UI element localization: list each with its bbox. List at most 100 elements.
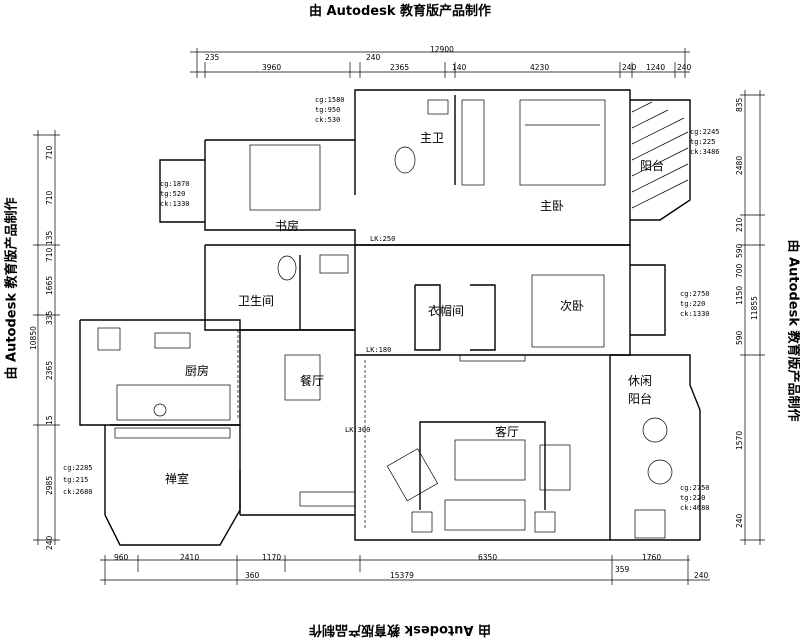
side-table-right-icon bbox=[535, 512, 555, 532]
dim-right-0: 835 bbox=[735, 97, 744, 112]
lounge-chair-1-icon bbox=[643, 418, 667, 442]
dim-left-6: 2365 bbox=[45, 361, 54, 380]
ceiling-notes: cg:1580 tg:950 ck:530 cg:1870 tg:520 ck:… bbox=[63, 96, 720, 512]
dim-right-7: 1570 bbox=[735, 431, 744, 450]
dim-top-6: 240 bbox=[622, 63, 637, 72]
dim-left-7: 15 bbox=[45, 415, 54, 425]
kitchen-counter bbox=[117, 385, 230, 420]
dim-bottom-1: 2410 bbox=[180, 553, 199, 562]
dashed-lines bbox=[238, 330, 610, 540]
sink-icon bbox=[428, 100, 448, 114]
dim-right-group: 835 2480 210 590 700 1150 590 1570 240 1… bbox=[735, 97, 759, 528]
dim-top-7: 1240 bbox=[646, 63, 665, 72]
leisure-cabinet-icon bbox=[635, 510, 665, 538]
tv-cabinet-icon bbox=[460, 355, 525, 361]
dim-top-3: 2365 bbox=[390, 63, 409, 72]
note-leisure-2: ck:4680 bbox=[680, 504, 710, 512]
dim-top-0: 235 bbox=[205, 53, 220, 62]
lk-label-3: LK:300 bbox=[345, 426, 370, 434]
dim-bottom-2: 1170 bbox=[262, 553, 281, 562]
dim-bottom-0: 960 bbox=[114, 553, 129, 562]
note-balcony-0: cg:2245 bbox=[690, 128, 720, 136]
living-cabinet-icon bbox=[300, 492, 355, 506]
lounge-chair-2-icon bbox=[648, 460, 672, 484]
dim-bottom-total: 15379 bbox=[390, 571, 414, 580]
note-second-bedroom-0: cg:2750 bbox=[680, 290, 710, 298]
room-label-leisure-1: 休闲 bbox=[628, 374, 652, 388]
dim-right-4: 700 bbox=[735, 263, 744, 278]
room-label-living: 客厅 bbox=[495, 424, 519, 439]
note-leisure-0: cg:2750 bbox=[680, 484, 710, 492]
fridge-icon bbox=[98, 328, 120, 350]
dim-left-8: 2985 bbox=[45, 476, 54, 495]
dim-left-5: 335 bbox=[45, 310, 54, 325]
dim-top-4: 140 bbox=[452, 63, 467, 72]
side-table-left-icon bbox=[412, 512, 432, 532]
room-label-zen: 禅室 bbox=[165, 471, 189, 486]
dim-bottom-sub-1: 359 bbox=[615, 565, 630, 574]
stove-icon bbox=[155, 333, 190, 348]
dim-left-1: 710 bbox=[45, 190, 54, 205]
dimension-lines bbox=[33, 48, 765, 585]
note-leisure-1: tg:220 bbox=[680, 494, 705, 502]
dim-left-2: 135 bbox=[45, 230, 54, 245]
dim-left-total: 10850 bbox=[29, 326, 38, 350]
dim-right-3: 590 bbox=[735, 243, 744, 258]
toilet-2-icon bbox=[278, 256, 296, 280]
armchair-left-icon bbox=[387, 449, 437, 501]
room-label-bathroom: 卫生间 bbox=[238, 294, 274, 308]
dim-right-2: 210 bbox=[735, 217, 744, 232]
dim-top-total: 12900 bbox=[430, 45, 454, 54]
master-bed-icon bbox=[520, 100, 605, 185]
dim-bottom-sub-2: 240 bbox=[694, 571, 709, 580]
note-second-bedroom-1: tg:220 bbox=[680, 300, 705, 308]
note-master-bath-2: ck:530 bbox=[315, 116, 340, 124]
note-master-bath-1: tg:950 bbox=[315, 106, 340, 114]
dim-top-1: 3960 bbox=[262, 63, 281, 72]
lk-label-1: LK:250 bbox=[370, 235, 395, 243]
room-label-kitchen: 厨房 bbox=[185, 363, 209, 378]
note-study-2: ck:1330 bbox=[160, 200, 190, 208]
dim-top-2: 240 bbox=[366, 53, 381, 62]
dim-left-4: 1665 bbox=[45, 276, 54, 295]
room-label-master-bath: 主卫 bbox=[420, 131, 444, 145]
dim-bottom-4: 1760 bbox=[642, 553, 661, 562]
lk-label-2: LK:180 bbox=[366, 346, 391, 354]
room-label-cloakroom: 衣帽间 bbox=[428, 303, 464, 318]
dim-left-9: 240 bbox=[45, 535, 54, 550]
room-label-balcony: 阳台 bbox=[640, 158, 664, 173]
note-master-bath-0: cg:1580 bbox=[315, 96, 345, 104]
dim-bottom-sub-0: 360 bbox=[245, 571, 260, 580]
note-zen-2: ck:2680 bbox=[63, 488, 93, 496]
note-second-bedroom-2: ck:1330 bbox=[680, 310, 710, 318]
dim-right-5: 1150 bbox=[735, 286, 744, 305]
dim-right-total: 11855 bbox=[750, 296, 759, 320]
room-label-second-bedroom: 次卧 bbox=[560, 299, 584, 313]
dim-right-1: 2480 bbox=[735, 156, 744, 175]
dim-left-0: 710 bbox=[45, 145, 54, 160]
coffee-table-icon bbox=[455, 440, 525, 480]
room-label-study: 书房 bbox=[275, 218, 299, 233]
dim-top-5: 4230 bbox=[530, 63, 549, 72]
dim-right-8: 240 bbox=[735, 513, 744, 528]
room-label-master-bedroom: 主卧 bbox=[540, 199, 564, 213]
room-label-leisure-2: 阳台 bbox=[628, 391, 652, 406]
sofa-icon bbox=[445, 500, 525, 530]
dim-left-group: 10850 710 710 135 710 1665 335 2365 15 2… bbox=[29, 145, 54, 550]
sink-2-icon bbox=[320, 255, 348, 273]
note-zen-1: tg:215 bbox=[63, 476, 88, 484]
carpet-border bbox=[420, 422, 545, 510]
note-balcony-2: ck:3486 bbox=[690, 148, 720, 156]
wardrobe-icon bbox=[462, 100, 484, 185]
room-label-dining: 餐厅 bbox=[300, 373, 324, 388]
note-zen-0: cg:2285 bbox=[63, 464, 93, 472]
note-balcony-1: tg:225 bbox=[690, 138, 715, 146]
dim-right-6: 590 bbox=[735, 330, 744, 345]
dim-top-8: 240 bbox=[677, 63, 692, 72]
balcony-hatch bbox=[632, 102, 688, 208]
toilet-icon bbox=[395, 147, 415, 173]
dim-bottom-3: 6350 bbox=[478, 553, 497, 562]
zen-shelf-icon bbox=[115, 428, 230, 438]
kitchen-sink-icon bbox=[154, 404, 166, 416]
